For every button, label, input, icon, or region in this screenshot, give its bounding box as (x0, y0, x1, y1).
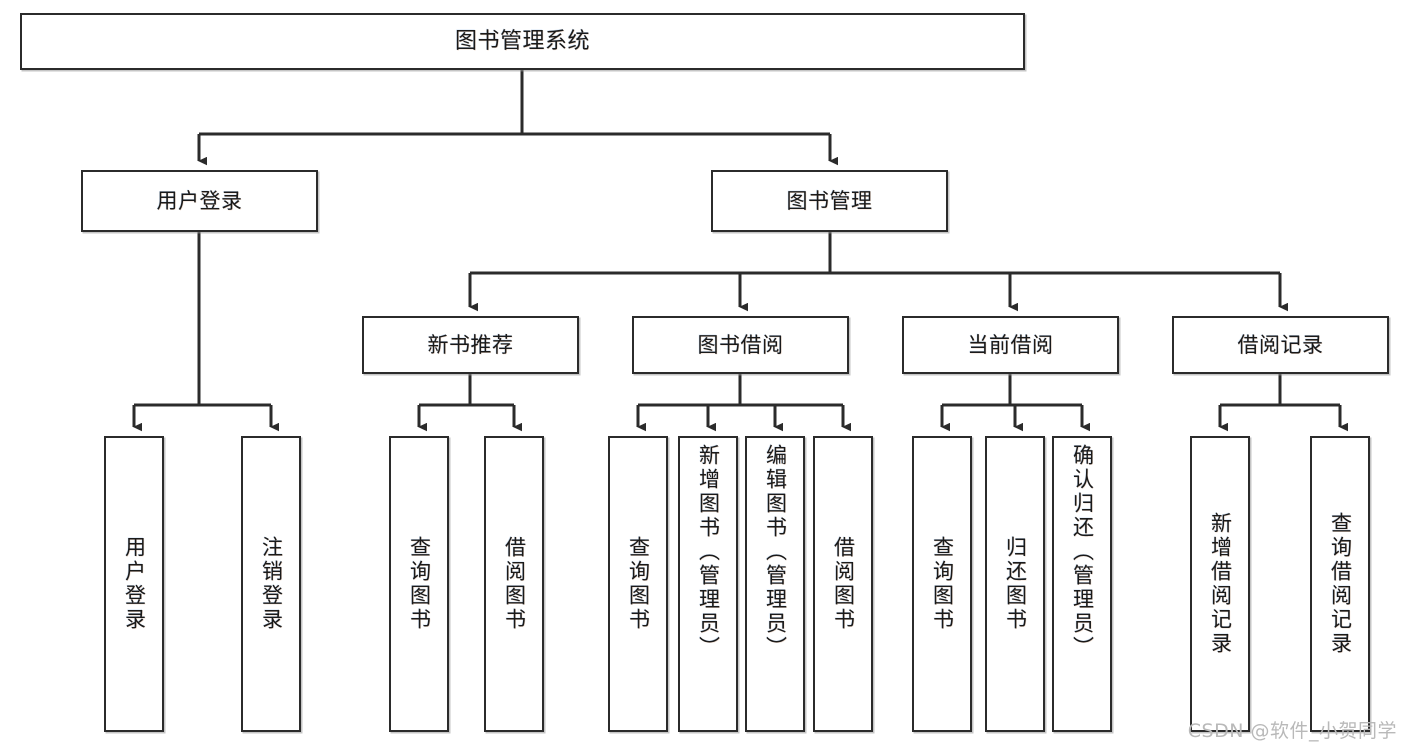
leaf-borrow-book-2[interactable]: 借阅图书 (813, 436, 873, 732)
node-new-book-recommend-label: 新书推荐 (427, 332, 514, 357)
leaf-logout[interactable]: 注销登录 (241, 436, 301, 732)
leaf-query-borrow-record[interactable]: 查询借阅记录 (1310, 436, 1370, 732)
leaf-user-login-label: 用户登录 (122, 536, 147, 632)
leaf-query-book-1[interactable]: 查询图书 (389, 436, 449, 732)
leaf-return-book[interactable]: 归还图书 (985, 436, 1045, 732)
node-borrow-record[interactable]: 借阅记录 (1172, 316, 1389, 374)
node-new-book-recommend[interactable]: 新书推荐 (362, 316, 579, 374)
leaf-add-borrow-record-label: 新增借阅记录 (1208, 512, 1233, 656)
leaf-query-book-2[interactable]: 查询图书 (608, 436, 668, 732)
node-current-borrow-label: 当前借阅 (967, 332, 1054, 357)
leaf-query-book-2-label: 查询图书 (626, 536, 651, 632)
leaf-confirm-return-admin-label: 确认归还（管理员） (1070, 444, 1095, 660)
node-book-borrow[interactable]: 图书借阅 (632, 316, 849, 374)
node-book-management[interactable]: 图书管理 (711, 170, 948, 232)
leaf-edit-book-admin-label: 编辑图书（管理员） (763, 444, 788, 660)
node-user-login[interactable]: 用户登录 (81, 170, 318, 232)
leaf-borrow-book-1-label: 借阅图书 (502, 536, 527, 632)
node-current-borrow[interactable]: 当前借阅 (902, 316, 1119, 374)
leaf-add-borrow-record[interactable]: 新增借阅记录 (1190, 436, 1250, 732)
leaf-add-book-admin-label: 新增图书（管理员） (696, 444, 721, 660)
leaf-confirm-return-admin[interactable]: 确认归还（管理员） (1052, 436, 1112, 732)
node-user-login-label: 用户登录 (156, 188, 243, 213)
leaf-user-login[interactable]: 用户登录 (104, 436, 164, 732)
leaf-logout-label: 注销登录 (259, 536, 284, 632)
node-book-borrow-label: 图书借阅 (697, 332, 784, 357)
leaf-query-book-1-label: 查询图书 (407, 536, 432, 632)
node-borrow-record-label: 借阅记录 (1237, 332, 1324, 357)
leaf-query-book-3-label: 查询图书 (930, 536, 955, 632)
leaf-query-book-3[interactable]: 查询图书 (912, 436, 972, 732)
leaf-add-book-admin[interactable]: 新增图书（管理员） (678, 436, 738, 732)
leaf-borrow-book-1[interactable]: 借阅图书 (484, 436, 544, 732)
leaf-query-borrow-record-label: 查询借阅记录 (1328, 512, 1353, 656)
leaf-borrow-book-2-label: 借阅图书 (831, 536, 856, 632)
leaf-return-book-label: 归还图书 (1003, 536, 1028, 632)
leaf-edit-book-admin[interactable]: 编辑图书（管理员） (745, 436, 805, 732)
node-root-label: 图书管理系统 (454, 28, 590, 54)
node-root[interactable]: 图书管理系统 (20, 13, 1025, 70)
node-book-management-label: 图书管理 (786, 188, 873, 213)
watermark-text: CSDN @软件_小贺同学 (1187, 720, 1397, 742)
